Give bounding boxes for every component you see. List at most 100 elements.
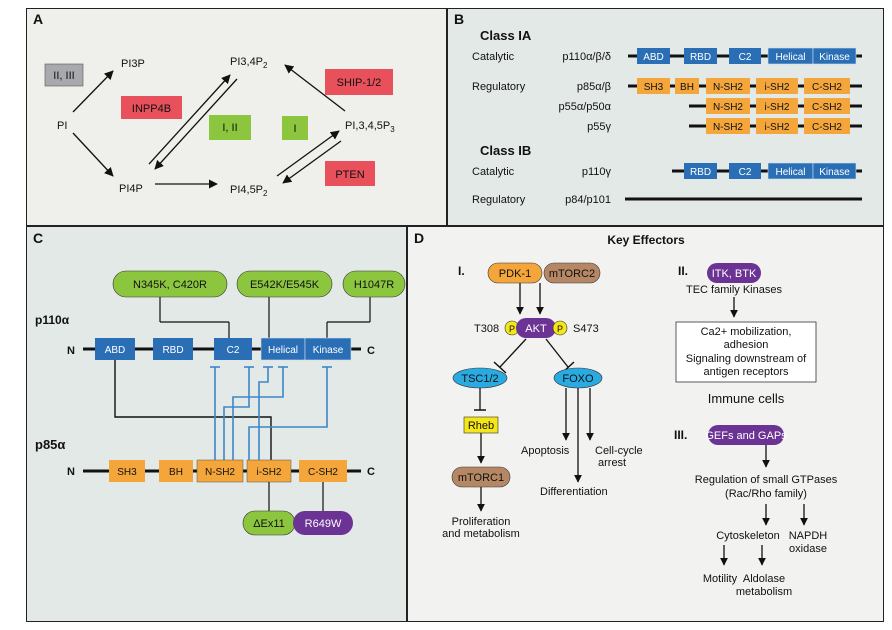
- svg-text:Signaling downstream of: Signaling downstream of: [686, 353, 807, 365]
- pten-box: PTEN: [325, 161, 375, 186]
- class-ia-heading: Class IA: [480, 28, 532, 43]
- domain-csh2: C-SH2: [804, 78, 850, 94]
- cellcycle-line1: Cell-cycle: [595, 445, 643, 457]
- svg-text:SH3: SH3: [117, 467, 137, 478]
- domain-bh: BH: [675, 78, 699, 94]
- domain-helical-c: Helical: [260, 337, 306, 361]
- section-2-numeral: II.: [678, 264, 688, 278]
- row-name-6: p84/p101: [565, 194, 611, 206]
- inhibition-lines: [210, 366, 332, 462]
- row-name-5: p110γ: [582, 166, 612, 178]
- domain-rbd: RBD: [684, 48, 717, 64]
- domain-csh2-c: C-SH2: [804, 118, 850, 134]
- node-pi: PI: [57, 120, 67, 132]
- svg-text:Kinase: Kinase: [313, 345, 344, 356]
- motility-label: Motility: [703, 573, 738, 585]
- svg-text:H1047R: H1047R: [354, 279, 394, 291]
- domain-nsh2: N-SH2: [706, 78, 750, 94]
- domain-csh2-c2: C-SH2: [299, 460, 347, 482]
- svg-text:I, II: I, II: [222, 122, 237, 134]
- panel-b-diagram: B Class IA Class IB Catalytic p110α/β/δ …: [454, 11, 862, 206]
- domain-bh-c: BH: [159, 460, 193, 482]
- domain-helical: Helical: [767, 47, 814, 65]
- reg-line1: Regulation of small GTPases: [695, 474, 838, 486]
- mutation-h1047r: H1047R: [342, 270, 406, 298]
- domain-ish2-b: i-SH2: [756, 98, 798, 114]
- akt-node: AKT: [516, 318, 556, 338]
- svg-text:N-SH2: N-SH2: [205, 467, 235, 478]
- class-i-box: I: [282, 116, 308, 140]
- mutation-n345k: N345K, C420R: [112, 270, 228, 298]
- napdh-line2: oxidase: [789, 543, 827, 555]
- svg-text:antigen receptors: antigen receptors: [704, 366, 789, 378]
- p-site-right: P: [552, 320, 568, 336]
- svg-text:N-SH2: N-SH2: [713, 102, 743, 113]
- domain-kinase-c: Kinase: [304, 337, 352, 361]
- svg-text:PTEN: PTEN: [335, 169, 364, 181]
- p85-c: C: [367, 466, 375, 478]
- immune-cells-label: Immune cells: [708, 391, 785, 406]
- cytoskeleton-label: Cytoskeleton: [716, 530, 780, 542]
- p85-label: p85α: [35, 437, 65, 452]
- domain-c2: C2: [729, 48, 761, 64]
- aldolase-line2: metabolism: [736, 586, 792, 598]
- domain-kinase-g: Kinase: [812, 162, 857, 180]
- svg-text:BH: BH: [680, 82, 694, 93]
- svg-text:SH3: SH3: [644, 82, 664, 93]
- foxo-node: FOXO: [553, 367, 603, 389]
- domain-sh3-c: SH3: [109, 460, 145, 482]
- svg-text:N345K, C420R: N345K, C420R: [133, 279, 207, 291]
- svg-text:Kinase: Kinase: [819, 52, 850, 63]
- abd-ish2-link: [114, 360, 272, 462]
- panel-d: D Key Effectors I. PDK-1 mTORC2 T308 P A…: [407, 226, 884, 622]
- domain-abd: ABD: [637, 48, 670, 64]
- svg-text:R649W: R649W: [305, 518, 342, 530]
- panel-d-title: Key Effectors: [607, 233, 685, 247]
- class-i-ii-box: I, II: [209, 115, 251, 140]
- svg-text:i-SH2: i-SH2: [764, 122, 789, 133]
- domain-nsh2-c: N-SH2: [706, 118, 750, 134]
- svg-text:C-SH2: C-SH2: [812, 122, 842, 133]
- tec-label: TEC family Kinases: [686, 284, 782, 296]
- domain-nsh2-b: N-SH2: [706, 98, 750, 114]
- p85-n: N: [67, 466, 75, 478]
- node-pi34p2: PI3,4P2: [230, 56, 268, 70]
- domain-abd-c: ABD: [95, 338, 135, 360]
- p110-label: p110α: [35, 313, 70, 327]
- svg-text:P: P: [557, 324, 563, 334]
- svg-text:I: I: [293, 123, 296, 135]
- svg-text:C-SH2: C-SH2: [308, 467, 338, 478]
- mtorc2-node: mTORC2: [543, 262, 601, 284]
- domain-sh3: SH3: [637, 78, 670, 94]
- mutation-dex11: ΔEx11: [242, 510, 296, 536]
- svg-text:Helical: Helical: [268, 345, 298, 356]
- p110-c: C: [367, 345, 375, 357]
- cellcycle-line2: arrest: [598, 457, 626, 469]
- svg-text:TSC1/2: TSC1/2: [461, 373, 498, 385]
- mutation-e542k: E542K/E545K: [236, 270, 333, 298]
- panel-c: C p110α p85α N C N345K, C420R E542K/E545…: [26, 226, 407, 622]
- row-name-2: p85α/β: [577, 81, 611, 93]
- svg-text:P: P: [509, 324, 515, 334]
- svg-text:i-SH2: i-SH2: [764, 82, 789, 93]
- panel-a-label: A: [33, 11, 43, 27]
- domain-helical-g: Helical: [767, 162, 814, 180]
- svg-text:INPP4B: INPP4B: [132, 103, 171, 115]
- row-type-2: Regulatory: [472, 81, 526, 93]
- reg-line2: (Rac/Rho family): [725, 488, 807, 500]
- domain-csh2-b: C-SH2: [804, 98, 850, 114]
- panel-c-diagram: C p110α p85α N C N345K, C420R E542K/E545…: [33, 230, 406, 536]
- svg-text:RBD: RBD: [690, 167, 711, 178]
- domain-ish2: i-SH2: [756, 78, 798, 94]
- row-type-6: Regulatory: [472, 194, 526, 206]
- prolif-line2: and metabolism: [442, 528, 520, 540]
- svg-text:ΔEx11: ΔEx11: [253, 518, 285, 530]
- svg-text:mTORC2: mTORC2: [549, 268, 595, 280]
- row-name-4: p55γ: [587, 121, 611, 133]
- svg-text:i-SH2: i-SH2: [764, 102, 789, 113]
- panel-b-label: B: [454, 11, 464, 27]
- panel-d-label: D: [414, 230, 424, 246]
- panel-a-diagram: A PI PI3P PI4P PI3,4P2 PI4,5P2 PI,3,4,5P…: [33, 11, 395, 198]
- tsc-node: TSC1/2: [452, 367, 508, 389]
- domain-kinase: Kinase: [812, 47, 857, 65]
